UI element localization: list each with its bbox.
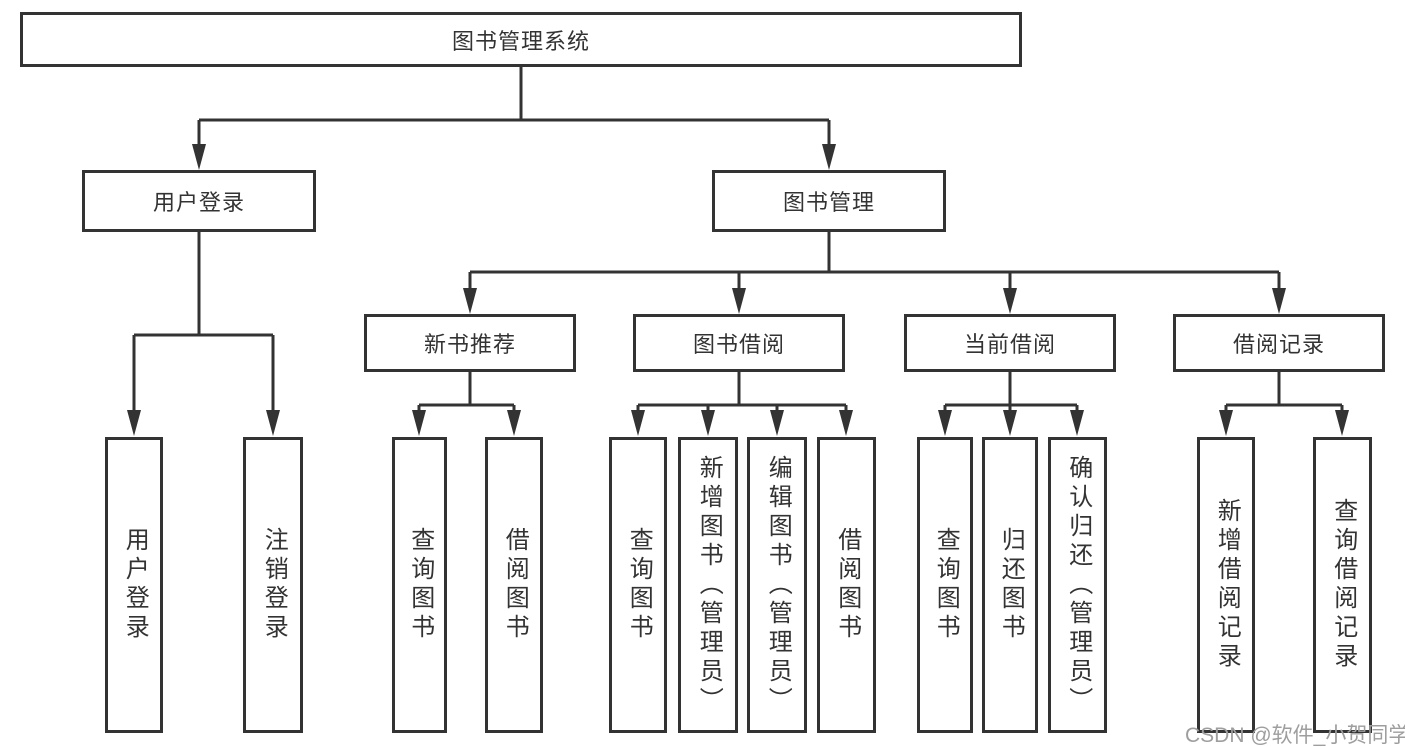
connector-root-branch (197, 67, 831, 146)
connector-new-book-branch (417, 372, 516, 412)
node-book-management: 图书管理 (712, 170, 946, 232)
node-root-label: 图书管理系统 (451, 28, 590, 54)
watermark-text: CSDN @软件_小贺同学 (1185, 724, 1405, 747)
arrowhead-icon (822, 144, 836, 170)
arrowhead-icon (412, 410, 426, 436)
connector-borrow-record-branch (1224, 372, 1344, 412)
arrowhead-icon (1272, 288, 1286, 314)
leaf-query-book-current-label: 查询图书 (932, 527, 960, 643)
leaf-query-book-recommend: 查询图书 (392, 437, 447, 733)
leaf-return-book: 归还图书 (982, 437, 1038, 733)
node-user-login: 用户登录 (82, 170, 316, 232)
node-current-borrow: 当前借阅 (904, 314, 1116, 372)
arrowhead-icon (463, 288, 477, 314)
arrowhead-icon (1335, 410, 1349, 436)
leaf-add-borrow-record-label: 新增借阅记录 (1213, 498, 1241, 672)
leaf-query-book-borrow-label: 查询图书 (625, 527, 653, 643)
leaf-query-borrow-record-label: 查询借阅记录 (1329, 498, 1357, 672)
connector-book-borrow-branch (636, 372, 848, 412)
leaf-query-borrow-record: 查询借阅记录 (1313, 437, 1372, 733)
leaf-confirm-return-admin-label: 确认归还（管理员） (1064, 454, 1092, 716)
leaf-user-login: 用户登录 (105, 437, 163, 733)
arrowhead-icon (1219, 410, 1233, 436)
leaf-borrow-book-recommend: 借阅图书 (485, 437, 543, 733)
leaf-add-borrow-record: 新增借阅记录 (1197, 437, 1255, 733)
leaf-edit-book-admin-label: 编辑图书（管理员） (764, 454, 792, 716)
leaf-borrow-book-recommend-label: 借阅图书 (501, 527, 529, 643)
leaf-logout-login: 注销登录 (243, 437, 303, 733)
arrowheads (127, 144, 1349, 436)
node-borrow-record-label: 借阅记录 (1232, 332, 1325, 357)
arrowhead-icon (732, 288, 746, 314)
arrowhead-icon (839, 410, 853, 436)
leaf-edit-book-admin: 编辑图书（管理员） (747, 437, 807, 733)
arrowhead-icon (701, 410, 715, 436)
node-book-management-label: 图书管理 (782, 190, 875, 215)
leaf-query-book-current: 查询图书 (917, 437, 973, 733)
node-book-borrow-label: 图书借阅 (692, 332, 785, 357)
node-current-borrow-label: 当前借阅 (963, 332, 1056, 357)
node-root: 图书管理系统 (20, 12, 1022, 67)
leaf-user-login-label: 用户登录 (121, 527, 149, 643)
node-user-login-label: 用户登录 (152, 190, 245, 215)
arrowhead-icon (507, 410, 521, 436)
leaf-add-book-admin: 新增图书（管理员） (678, 437, 738, 733)
leaf-confirm-return-admin: 确认归还（管理员） (1048, 437, 1107, 733)
connector-user-login-branch (132, 232, 275, 412)
arrowhead-icon (938, 410, 952, 436)
arrowhead-icon (770, 410, 784, 436)
leaf-return-book-label: 归还图书 (997, 527, 1025, 643)
leaf-borrow-book: 借阅图书 (817, 437, 876, 733)
connector-current-borrow-branch (943, 372, 1079, 412)
arrowhead-icon (266, 410, 280, 436)
arrowhead-icon (1003, 410, 1017, 436)
leaf-logout-login-label: 注销登录 (260, 527, 288, 643)
node-new-book-recommend: 新书推荐 (364, 314, 576, 372)
arrowhead-icon (1070, 410, 1084, 436)
connector-book-mgmt-branch (468, 232, 1281, 290)
leaf-add-book-admin-label: 新增图书（管理员） (695, 454, 723, 716)
leaf-borrow-book-label: 借阅图书 (833, 527, 861, 643)
node-new-book-recommend-label: 新书推荐 (423, 332, 516, 357)
arrowhead-icon (1003, 288, 1017, 314)
node-borrow-record: 借阅记录 (1173, 314, 1385, 372)
leaf-query-book-recommend-label: 查询图书 (406, 527, 434, 643)
arrowhead-icon (631, 410, 645, 436)
leaf-query-book-borrow: 查询图书 (609, 437, 667, 733)
arrowhead-icon (127, 410, 141, 436)
arrowhead-icon (192, 144, 206, 170)
node-book-borrow: 图书借阅 (633, 314, 845, 372)
